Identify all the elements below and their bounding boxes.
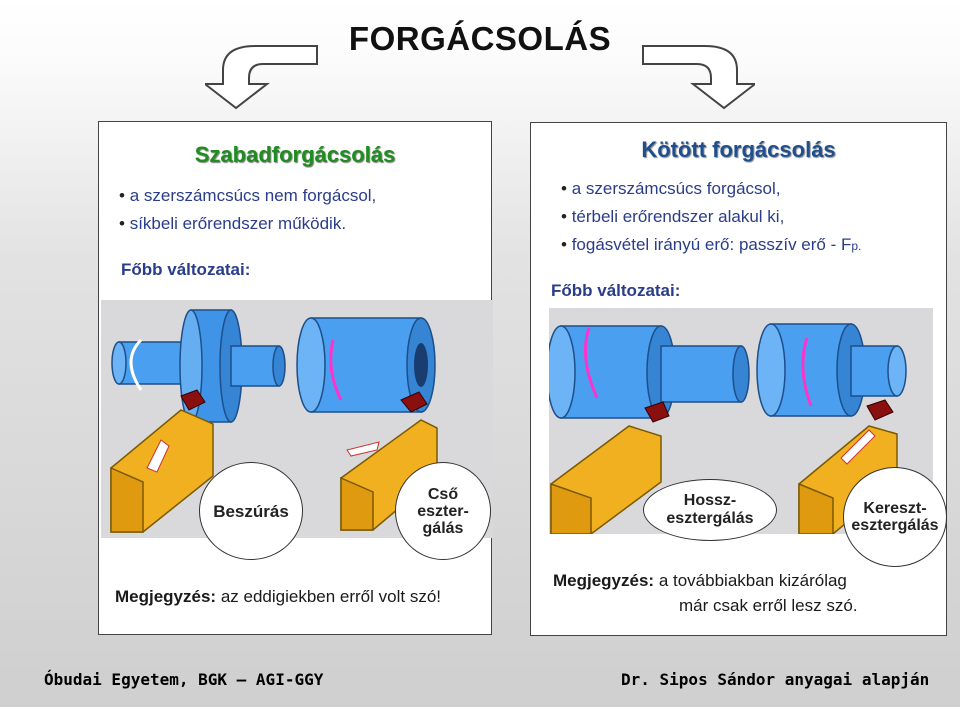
free-cutting-illustration	[101, 300, 493, 538]
grooving-label: Beszúrás	[199, 462, 303, 560]
list-item: fogásvétel irányú erő: passzív erő - Fp.	[561, 235, 862, 255]
bound-cutting-note: Megjegyzés: a továbbiakban kizárólag	[553, 571, 847, 590]
page-title: FORGÁCSOLÁS	[348, 20, 612, 57]
list-item: síkbeli erőrendszer működik.	[119, 214, 376, 234]
bound-cutting-variants-label: Főbb változatai:	[551, 281, 681, 300]
free-cutting-panel: Szabadforgácsolás a szerszámcsúcs nem fo…	[98, 121, 493, 635]
bound-cutting-heading: Kötött forgácsolás	[641, 137, 836, 162]
curved-arrow-left-icon	[205, 45, 318, 110]
facing-label: Kereszt-esztergálás	[843, 467, 947, 567]
bound-cutting-panel: Kötött forgácsolás a szerszámcsúcs forgá…	[530, 122, 947, 636]
free-cutting-heading: Szabadforgácsolás	[194, 142, 396, 167]
footer-author: Dr. Sipos Sándor anyagai alapján	[621, 670, 930, 689]
free-cutting-variants-label: Főbb változatai:	[121, 260, 251, 279]
bound-cutting-drawing	[546, 323, 907, 535]
list-item: térbeli erőrendszer alakul ki,	[561, 207, 861, 227]
bound-cutting-bullets: a szerszámcsúcs forgácsol, térbeli erőre…	[561, 179, 862, 263]
bound-cutting-note-line2: már csak erről lesz szó.	[679, 596, 858, 615]
curved-arrow-right-icon	[642, 45, 755, 110]
footer-institution: Óbudai Egyetem, BGK – AGI-GGY	[44, 670, 324, 689]
free-cutting-note: Megjegyzés: az eddigiekben erről volt sz…	[115, 587, 441, 606]
longitudinal-turning-label: Hossz-esztergálás	[643, 479, 777, 541]
tube-turning-label: Cső eszter- gálás	[395, 462, 491, 560]
free-cutting-drawing	[110, 309, 438, 533]
list-item: a szerszámcsúcs forgácsol,	[561, 179, 861, 199]
free-cutting-bullets: a szerszámcsúcs nem forgácsol, síkbeli e…	[119, 186, 377, 242]
list-item: a szerszámcsúcs nem forgácsol,	[119, 186, 377, 206]
